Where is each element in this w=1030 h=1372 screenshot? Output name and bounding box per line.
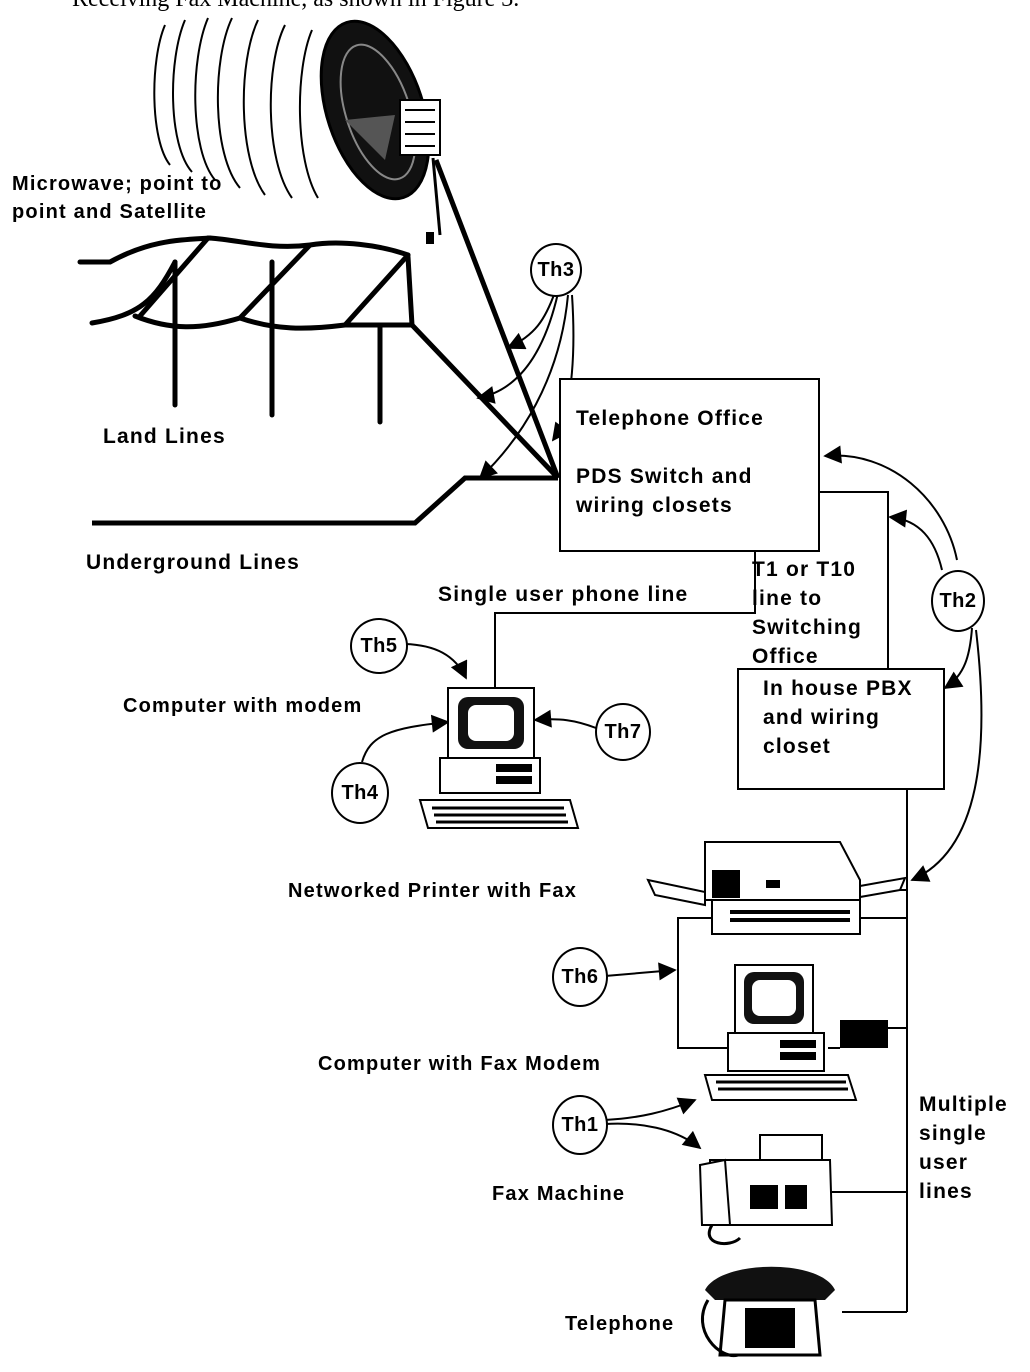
microwave-label: Microwave; point to point and Satellite <box>12 173 223 223</box>
printer-icon <box>646 841 907 935</box>
threat-th5: Th5 <box>350 618 408 674</box>
single-user-line-label: Single user phone line <box>438 583 689 606</box>
telephone-office-box <box>559 378 820 552</box>
land-lines <box>77 235 415 425</box>
th3-arrows <box>476 291 575 480</box>
pds-switch-label: PDS Switch and wiring closets <box>576 465 753 517</box>
telephone-icon <box>700 1266 835 1357</box>
computer-modem-icon <box>418 687 580 829</box>
computer-fax-label: Computer with Fax Modem <box>318 1053 602 1075</box>
telephone-label: Telephone <box>565 1313 675 1335</box>
networked-printer-label: Networked Printer with Fax <box>288 880 578 902</box>
fax-machine-label: Fax Machine <box>492 1183 626 1205</box>
th6-arrow <box>604 962 677 981</box>
underground-lines-label: Underground Lines <box>86 551 301 574</box>
th2-arrows <box>823 445 983 882</box>
multiple-lines-label: Multiple single user lines <box>919 1093 1008 1203</box>
pbx-box <box>737 668 945 790</box>
land-lines-label: Land Lines <box>103 425 226 448</box>
t1-line-label: T1 or T10 line to Switching Office <box>752 558 862 668</box>
threat-th6: Th6 <box>552 947 608 1007</box>
th1-arrows <box>604 1097 702 1150</box>
threat-th1: Th1 <box>552 1095 608 1155</box>
office-wiring <box>494 491 908 1313</box>
threat-th7: Th7 <box>595 703 651 761</box>
microwave-waves <box>153 17 319 199</box>
computer-modem-label: Computer with modem <box>123 695 363 717</box>
telephone-office-label: Telephone Office <box>576 407 764 430</box>
threat-th2: Th2 <box>931 570 985 632</box>
computer-threat-arrows <box>361 643 597 763</box>
figure-caption: Receiving Fax Machine, as shown in Figur… <box>72 0 519 13</box>
threat-th3: Th3 <box>530 243 582 297</box>
satellite-dish-icon <box>319 19 442 244</box>
pbx-label: In house PBX and wiring closet <box>763 677 913 758</box>
threat-th4: Th4 <box>331 762 389 824</box>
computer-fax-icon <box>703 964 888 1101</box>
fax-machine-icon <box>698 1134 834 1246</box>
